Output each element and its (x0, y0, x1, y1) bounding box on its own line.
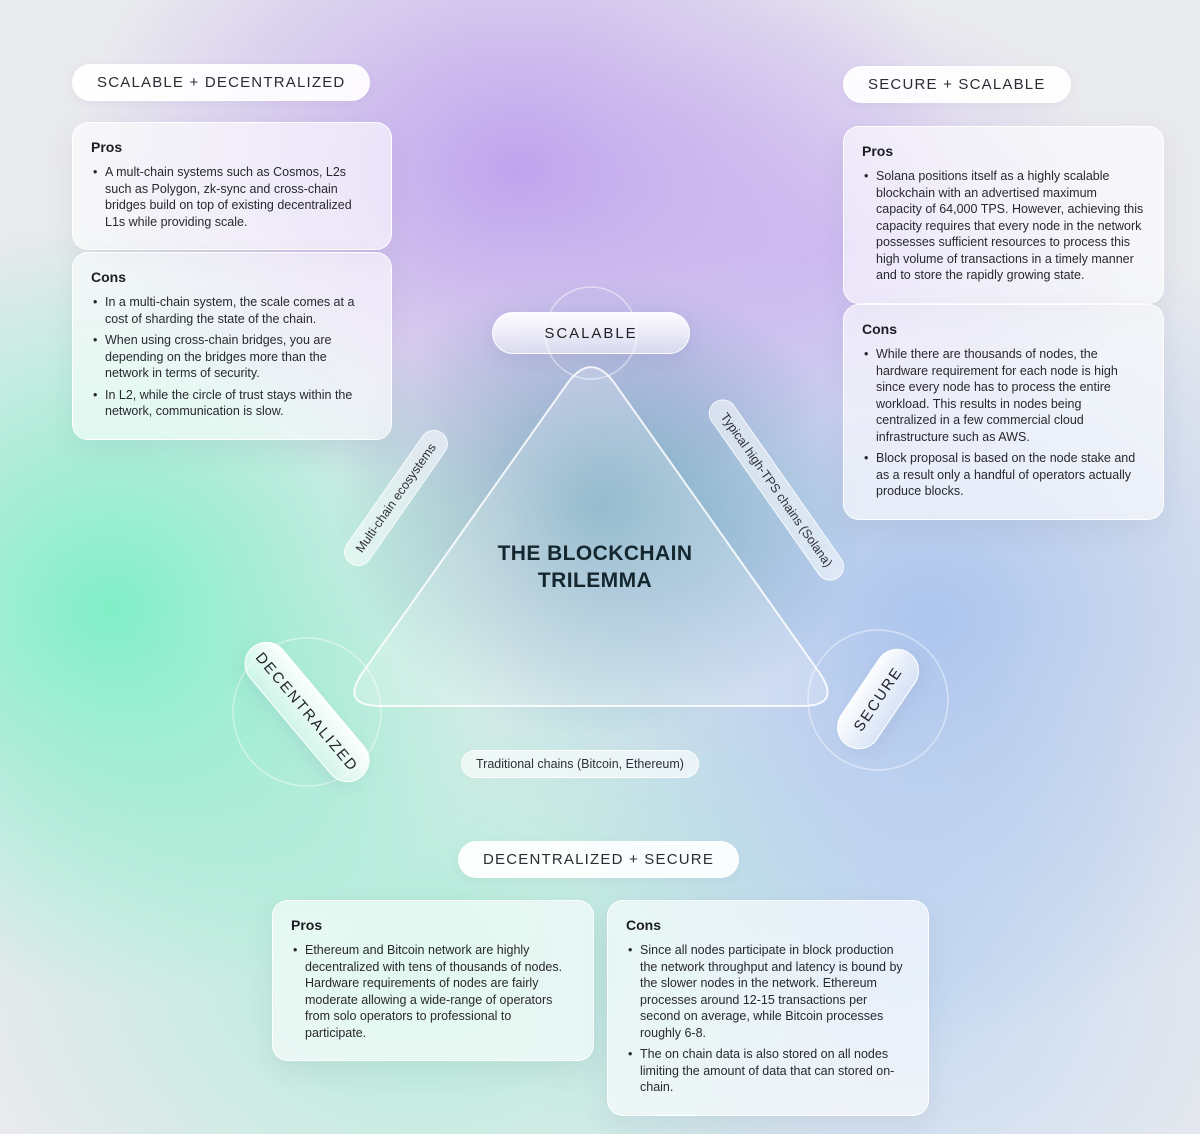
pros-list: A mult-chain systems such as Cosmos, L2s… (91, 164, 373, 230)
cons-card-secure-scalable: Cons While there are thousands of nodes,… (843, 304, 1164, 520)
section-header-secure-scalable: SECURE + SCALABLE (843, 66, 1071, 103)
pros-list: Ethereum and Bitcoin network are highly … (291, 942, 575, 1041)
cons-item: In a multi-chain system, the scale comes… (91, 294, 373, 327)
section-header-scalable-decentralized: SCALABLE + DECENTRALIZED (72, 64, 371, 101)
cons-card-scalable-decentralized: Cons In a multi-chain system, the scale … (72, 252, 392, 440)
pros-card-secure-scalable: Pros Solana positions itself as a highly… (843, 126, 1164, 304)
cons-title: Cons (862, 321, 897, 337)
triangle-outline (353, 366, 829, 707)
cons-item: While there are thousands of nodes, the … (862, 346, 1145, 445)
pros-card-scalable-decentralized: Pros A mult-chain systems such as Cosmos… (72, 122, 392, 250)
pros-title: Pros (291, 917, 323, 933)
section-header-decentralized-secure: DECENTRALIZED + SECURE (458, 841, 740, 878)
vertex-scalable: SCALABLE (492, 312, 690, 354)
cons-item: The on chain data is also stored on all … (626, 1046, 910, 1096)
pros-title: Pros (91, 139, 123, 155)
vertex-circle-bottom-right (807, 629, 949, 771)
pros-item: Ethereum and Bitcoin network are highly … (291, 942, 575, 1041)
pros-item: Solana positions itself as a highly scal… (862, 168, 1145, 284)
cons-list: In a multi-chain system, the scale comes… (91, 294, 373, 420)
cons-list: While there are thousands of nodes, the … (862, 346, 1145, 500)
cons-list: Since all nodes participate in block pro… (626, 942, 910, 1096)
pros-card-decentralized-secure: Pros Ethereum and Bitcoin network are hi… (272, 900, 594, 1061)
cons-title: Cons (91, 269, 126, 285)
vertex-circle-bottom-left (232, 637, 382, 787)
cons-item: Since all nodes participate in block pro… (626, 942, 910, 1041)
cons-card-decentralized-secure: Cons Since all nodes participate in bloc… (607, 900, 929, 1116)
pros-list: Solana positions itself as a highly scal… (862, 168, 1145, 284)
cons-title: Cons (626, 917, 661, 933)
cons-item: Block proposal is based on the node stak… (862, 450, 1145, 500)
diagram-title: THE BLOCKCHAIN TRILEMMA (497, 542, 693, 593)
cons-item: When using cross-chain bridges, you are … (91, 332, 373, 382)
cons-item: In L2, while the circle of trust stays w… (91, 387, 373, 420)
pros-title: Pros (862, 143, 894, 159)
pros-item: A mult-chain systems such as Cosmos, L2s… (91, 164, 373, 230)
edge-label-traditional-chains: Traditional chains (Bitcoin, Ethereum) (461, 750, 699, 778)
